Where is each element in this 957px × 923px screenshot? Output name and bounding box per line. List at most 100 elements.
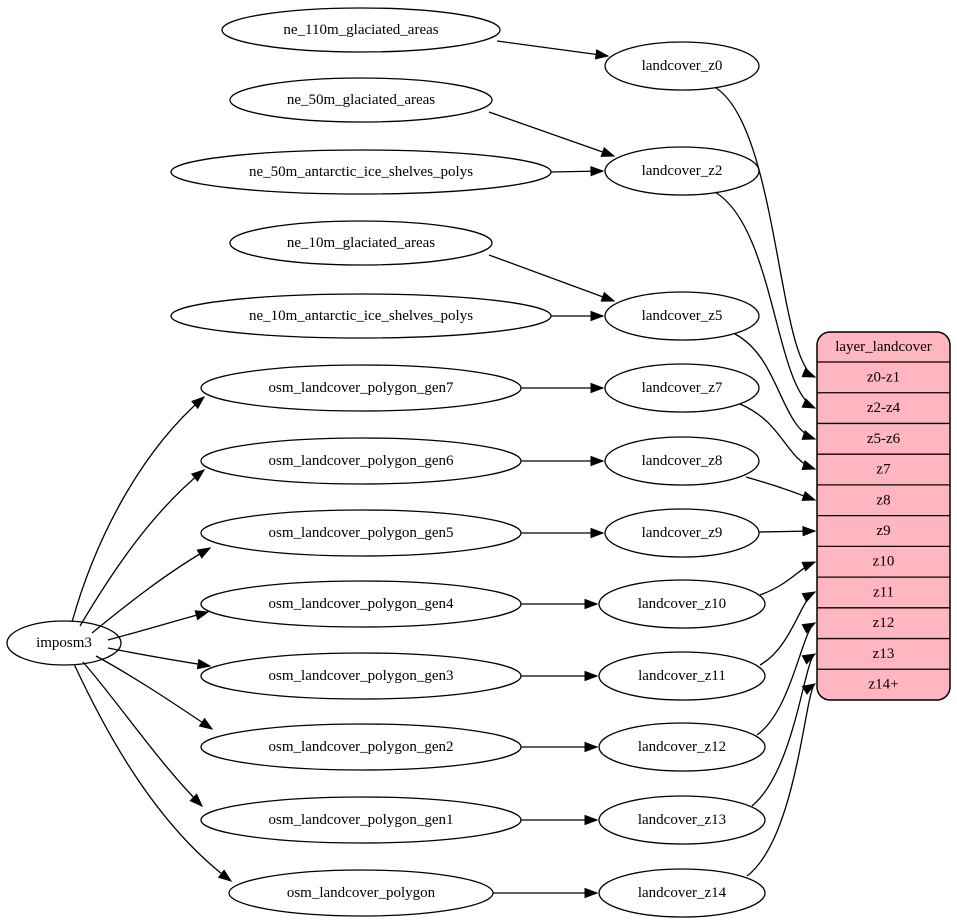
edge-landcover_z9-to-layer_landcover.z9-arrowhead-icon [802, 525, 817, 537]
edge-ne_50m_glaciated_areas-to-landcover_z2-line [488, 111, 615, 157]
node-osm_landcover_polygon_gen4: osm_landcover_polygon_gen4 [200, 580, 522, 628]
edge-ne_50m_glaciated_areas-to-landcover_z2-arrowhead-icon [600, 146, 616, 157]
node-ne_50m_glaciated_areas-label: ne_50m_glaciated_areas [287, 92, 435, 108]
node-landcover_z8: landcover_z8 [604, 436, 760, 486]
node-landcover_z0-shape [604, 41, 760, 91]
node-landcover_z13-shape [598, 795, 766, 845]
edge-landcover_z14-to-layer_landcover.z14+ [746, 683, 817, 877]
node-osm_landcover_polygon_gen3-label: osm_landcover_polygon_gen3 [269, 668, 454, 684]
node-ne_110m_glaciated_areas-shape [221, 7, 501, 53]
edge-imposm3-to-osm_landcover_polygon_gen6-arrowhead-icon [190, 469, 206, 482]
edge-osm_landcover_polygon_gen5-to-landcover_z9-arrowhead-icon [590, 527, 605, 539]
node-osm_landcover_polygon: osm_landcover_polygon [228, 869, 494, 917]
node-landcover_z14-label: landcover_z14 [638, 885, 727, 901]
node-landcover_z7: landcover_z7 [604, 363, 760, 413]
edge-landcover_z10-to-layer_landcover.z10 [759, 561, 817, 596]
node-ne_50m_glaciated_areas: ne_50m_glaciated_areas [229, 77, 493, 123]
node-landcover_z12-shape [598, 722, 766, 772]
node-landcover_z12-label: landcover_z12 [638, 739, 726, 755]
edge-osm_landcover_polygon-to-landcover_z14-arrowhead-icon [584, 887, 599, 899]
record-node-layer_landcover: layer_landcoverz0-z1z2-z4z5-z6z7z8z9z10z… [816, 331, 951, 701]
node-landcover_z7-shape [604, 363, 760, 413]
node-osm_landcover_polygon_gen6: osm_landcover_polygon_gen6 [200, 437, 522, 485]
edge-imposm3-to-osm_landcover_polygon [73, 663, 233, 882]
edge-osm_landcover_polygon_gen7-to-landcover_z7 [521, 382, 605, 394]
edge-ne_10m_glaciated_areas-to-landcover_z5-arrowhead-icon [600, 291, 616, 302]
edge-imposm3-to-osm_landcover_polygon_gen1-arrowhead-icon [189, 793, 204, 808]
node-landcover_z13-label: landcover_z13 [638, 812, 726, 828]
edge-imposm3-to-osm_landcover_polygon_gen2-line [95, 655, 213, 730]
edge-ne_10m_antarctic_ice_shelves_polys-to-landcover_z5-arrowhead-icon [590, 310, 605, 322]
edge-landcover_z12-to-layer_landcover.z12-arrowhead-icon [801, 622, 817, 634]
edge-osm_landcover_polygon_gen5-to-landcover_z9 [521, 527, 605, 539]
node-ne_10m_glaciated_areas-shape [229, 220, 493, 266]
edge-landcover_z7-to-layer_landcover.z7-arrowhead-icon [801, 460, 817, 471]
node-ne_50m_antarctic_ice_shelves_polys: ne_50m_antarctic_ice_shelves_polys [170, 149, 552, 195]
node-landcover_z10: landcover_z10 [598, 579, 766, 629]
edge-imposm3-to-osm_landcover_polygon_gen4-arrowhead-icon [194, 610, 210, 621]
edge-landcover_z2-to-layer_landcover.z2-z4-line [714, 191, 816, 409]
node-osm_landcover_polygon_gen4-label: osm_landcover_polygon_gen4 [269, 596, 454, 612]
edge-landcover_z8-to-layer_landcover.z8 [745, 476, 817, 501]
node-landcover_z0-label: landcover_z0 [642, 58, 723, 74]
node-landcover_z5-shape [604, 291, 760, 341]
node-osm_landcover_polygon_gen7-label: osm_landcover_polygon_gen7 [269, 380, 454, 396]
node-landcover_z2: landcover_z2 [604, 146, 760, 196]
edge-osm_landcover_polygon_gen6-to-landcover_z8 [521, 455, 605, 467]
edge-osm_landcover_polygon_gen1-to-landcover_z13 [521, 814, 599, 826]
record-row-z7: z7 [876, 462, 891, 478]
node-landcover_z11-label: landcover_z11 [638, 668, 726, 684]
edge-landcover_z13-to-layer_landcover.z13-line [751, 653, 816, 807]
edge-landcover_z10-to-layer_landcover.z10-arrowhead-icon [801, 561, 817, 572]
edge-ne_110m_glaciated_areas-to-landcover_z0-arrowhead-icon [594, 49, 610, 60]
node-osm_landcover_polygon_gen1-label: osm_landcover_polygon_gen1 [269, 812, 454, 828]
edge-imposm3-to-osm_landcover_polygon_gen7-arrowhead-icon [191, 396, 206, 410]
record-row-z11: z11 [873, 584, 894, 600]
edge-landcover_z12-to-layer_landcover.z12 [756, 622, 817, 736]
edge-landcover_z11-to-layer_landcover.z11-arrowhead-icon [801, 591, 817, 603]
edge-ne_10m_antarctic_ice_shelves_polys-to-landcover_z5 [551, 310, 605, 322]
record-row-z10: z10 [873, 554, 895, 570]
node-landcover_z10-label: landcover_z10 [638, 596, 726, 612]
record-row-z9: z9 [876, 523, 890, 539]
edge-osm_landcover_polygon_gen3-to-landcover_z11-arrowhead-icon [584, 670, 599, 682]
record-row-z8: z8 [876, 492, 890, 508]
edge-imposm3-to-osm_landcover_polygon-arrowhead-icon [217, 869, 233, 882]
node-imposm3: imposm3 [6, 620, 122, 666]
edge-osm_landcover_polygon_gen2-to-landcover_z12-arrowhead-icon [584, 741, 599, 753]
edge-imposm3-to-osm_landcover_polygon_gen4 [107, 610, 210, 641]
edge-ne_10m_glaciated_areas-to-landcover_z5 [488, 254, 616, 302]
edge-landcover_z9-to-layer_landcover.z9 [758, 525, 817, 537]
node-landcover_z11: landcover_z11 [598, 651, 766, 701]
edge-landcover_z5-to-layer_landcover.z5-z6 [734, 333, 817, 440]
edge-osm_landcover_polygon_gen2-to-landcover_z12 [521, 741, 599, 753]
edge-osm_landcover_polygon_gen3-to-landcover_z11 [521, 670, 599, 682]
record-row-z0-z1: z0-z1 [867, 369, 900, 385]
node-osm_landcover_polygon_gen6-label: osm_landcover_polygon_gen6 [269, 453, 454, 469]
edge-imposm3-to-osm_landcover_polygon_gen7 [71, 396, 206, 623]
node-landcover_z0: landcover_z0 [604, 41, 760, 91]
edge-landcover_z14-to-layer_landcover.z14+-line [746, 683, 816, 877]
record-row-z13: z13 [873, 646, 895, 662]
node-landcover_z9-label: landcover_z9 [642, 525, 723, 541]
record-row-z2-z4: z2-z4 [867, 400, 901, 416]
edge-imposm3-to-osm_landcover_polygon-line [73, 663, 232, 882]
edge-osm_landcover_polygon_gen4-to-landcover_z10-arrowhead-icon [584, 598, 599, 610]
node-landcover_z13: landcover_z13 [598, 795, 766, 845]
node-landcover_z2-label: landcover_z2 [642, 163, 723, 179]
edge-landcover_z5-to-layer_landcover.z5-z6-arrowhead-icon [801, 430, 817, 440]
node-landcover_z9: landcover_z9 [604, 508, 760, 558]
node-osm_landcover_polygon_gen3: osm_landcover_polygon_gen3 [200, 652, 522, 700]
edge-landcover_z13-to-layer_landcover.z13 [751, 653, 817, 807]
node-osm_landcover_polygon_gen7: osm_landcover_polygon_gen7 [200, 364, 522, 412]
record-row-z12: z12 [873, 615, 895, 631]
edge-landcover_z13-to-layer_landcover.z13-arrowhead-icon [801, 653, 817, 665]
edge-landcover_z8-to-layer_landcover.z8-arrowhead-icon [801, 490, 817, 501]
node-osm_landcover_polygon_gen1: osm_landcover_polygon_gen1 [200, 796, 522, 844]
node-landcover_z14-shape [598, 868, 766, 918]
node-ne_10m_glaciated_areas: ne_10m_glaciated_areas [229, 220, 493, 266]
node-imposm3-label: imposm3 [36, 635, 92, 651]
edge-ne_110m_glaciated_areas-to-landcover_z0-line [496, 40, 609, 57]
node-landcover_z9-shape [604, 508, 760, 558]
